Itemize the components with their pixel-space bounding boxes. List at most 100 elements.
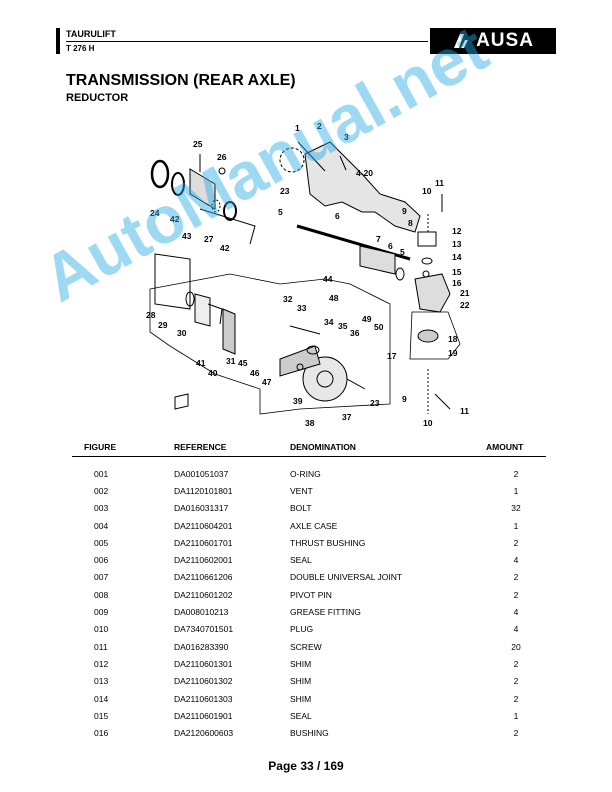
cell-denomination: DOUBLE UNIVERSAL JOINT [290, 572, 403, 583]
cell-reference: DA008010213 [174, 607, 229, 618]
callout-label: 31 [226, 356, 236, 366]
callout-label: 3 [344, 132, 349, 142]
cell-amount: 2 [513, 676, 519, 687]
callout-label: 9 [402, 394, 407, 404]
cell-amount: 4 [513, 555, 519, 566]
cell-reference: DA1120101801 [174, 485, 233, 496]
cell-amount: 20 [511, 641, 521, 652]
callout-label: 7 [376, 234, 381, 244]
cell-reference: DA2110661206 [174, 572, 233, 583]
callout-label: 14 [452, 252, 462, 262]
cell-denomination: BUSHING [290, 728, 329, 739]
callout-label: 46 [250, 368, 260, 378]
callout-label: 44 [323, 274, 333, 284]
cell-figure: 010 [94, 624, 109, 635]
header-bar [56, 28, 60, 54]
cell-amount: 2 [513, 589, 519, 600]
callout-label: 43 [182, 231, 192, 241]
cell-denomination: SEAL [290, 710, 312, 721]
logo-mark-icon [454, 34, 469, 48]
callout-label: 36 [350, 328, 360, 338]
parts-table: FIGURE REFERENCE DENOMINATION AMOUNT 001… [72, 438, 546, 742]
cell-denomination: O-RING [290, 468, 321, 479]
callout-label: 32 [283, 294, 293, 304]
callout-label: 8 [408, 218, 413, 228]
callout-label: 15 [452, 267, 462, 277]
cell-figure: 012 [94, 658, 109, 669]
cell-reference: DA2110602001 [174, 555, 233, 566]
cell-figure: 001 [94, 468, 109, 479]
callout-label: 16 [452, 278, 462, 288]
table-row: 003 DA016031317 BOLT 32 [72, 500, 546, 517]
callout-label: 45 [238, 358, 248, 368]
callout-label: 23 [370, 398, 380, 408]
callout-label: 13 [452, 239, 462, 249]
cell-denomination: VENT [290, 485, 313, 496]
cell-reference: DA2110601901 [174, 710, 233, 721]
cell-reference: DA016031317 [174, 503, 229, 514]
cell-figure: 005 [94, 537, 109, 548]
callout-label: 47 [262, 377, 272, 387]
callout-label: 50 [374, 322, 384, 332]
cell-denomination: SCREW [290, 641, 322, 652]
callout-label: 29 [158, 320, 168, 330]
callout-label: 41 [196, 358, 206, 368]
cell-amount: 2 [513, 537, 519, 548]
cell-figure: 011 [94, 641, 108, 652]
callout-label: 34 [324, 317, 334, 327]
cell-denomination: BOLT [290, 503, 312, 514]
cell-reference: DA2110601303 [174, 693, 233, 704]
cell-amount: 2 [513, 468, 519, 479]
page-subtitle: REDUCTOR [66, 92, 129, 104]
callout-label: 11 [435, 178, 444, 188]
callout-label: 23 [280, 186, 290, 196]
header-rule [66, 41, 428, 42]
cell-figure: 006 [94, 555, 109, 566]
cell-reference: DA2110601701 [174, 537, 233, 548]
cell-amount: 4 [513, 607, 519, 618]
callout-label: 33 [297, 303, 307, 313]
table-header-row: FIGURE REFERENCE DENOMINATION AMOUNT [72, 438, 546, 457]
callout-label: 17 [387, 351, 397, 361]
callout-label: 4-20 [356, 168, 373, 178]
callout-label: 9 [402, 206, 407, 216]
cell-denomination: SHIM [290, 658, 312, 669]
callout-label: 5 [278, 207, 283, 217]
page-number: Page 33 / 169 [268, 759, 344, 773]
cell-amount: 1 [513, 520, 519, 531]
cell-reference: DA016283390 [174, 641, 229, 652]
callout-label: 11 [460, 406, 469, 416]
cell-reference: DA2110601302 [174, 676, 233, 687]
cell-figure: 015 [94, 710, 109, 721]
callout-label: 10 [422, 186, 432, 196]
col-header-figure: FIGURE [72, 438, 174, 457]
cell-figure: 002 [94, 485, 109, 496]
callout-label: 37 [342, 412, 352, 422]
cell-figure: 004 [94, 520, 109, 531]
cell-figure: 008 [94, 589, 109, 600]
model-name: TAURULIFT [66, 29, 116, 39]
callout-label: 2 [317, 121, 322, 131]
cell-reference: DA2110604201 [174, 520, 233, 531]
callout-label: 42 [170, 214, 180, 224]
cell-amount: 32 [511, 503, 521, 514]
callout-label: 40 [208, 368, 218, 378]
callout-label: 30 [177, 328, 187, 338]
callout-label: 39 [293, 396, 303, 406]
callout-label: 6 [388, 241, 393, 251]
callout-label: 48 [329, 293, 339, 303]
callout-label: 18 [448, 334, 458, 344]
cell-figure: 003 [94, 503, 109, 514]
callout-label: 25 [193, 139, 203, 149]
cell-figure: 014 [94, 693, 109, 704]
page-title: TRANSMISSION (REAR AXLE) [66, 72, 296, 89]
